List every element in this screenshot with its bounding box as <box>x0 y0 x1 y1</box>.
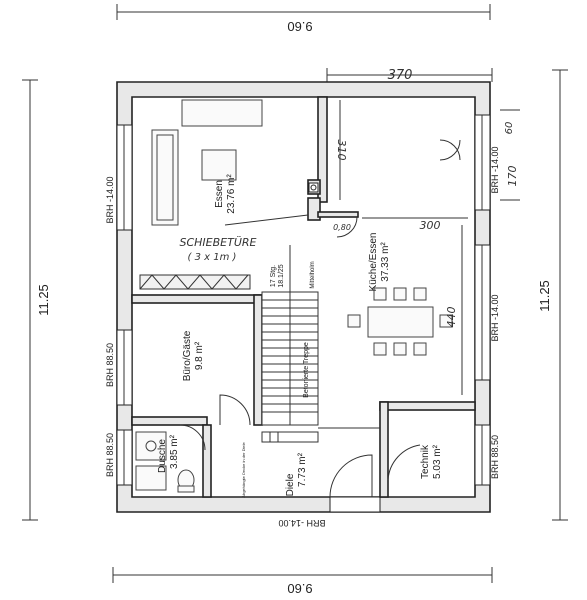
annotation-sliding-door-size: ( 3 x 1m ) <box>188 252 237 263</box>
dimension-kitchen-width-label: 370 <box>388 68 413 83</box>
room-dusche-name: Dusche <box>157 439 168 473</box>
room-diele-area: 7.73 m² <box>297 452 308 487</box>
room-kueche-area: 37.33 m² <box>380 242 391 282</box>
dimension-kitchen-inner: 300 <box>420 219 441 232</box>
dimension-left: 11.25 <box>22 79 51 521</box>
sill-top-left: BRH -14.00 <box>105 176 115 223</box>
sill-shower-left: BRH 88.50 <box>105 433 115 477</box>
room-dusche-area: 3.85 m² <box>169 434 180 469</box>
dimension-left-label: 11.25 <box>36 284 51 316</box>
dimension-top-label: 9.60 <box>287 19 312 34</box>
room-technik-area: 5.03 m² <box>432 444 443 479</box>
sill-bottom: BRH -14.00 <box>278 518 325 528</box>
essen-furniture <box>151 99 309 226</box>
dimension-kitchen-width: 370 <box>326 68 493 83</box>
outer-walls <box>116 81 491 513</box>
sill-technik-right: BRH 88.50 <box>490 435 500 479</box>
dimension-kitchen-side: 440 <box>445 307 458 328</box>
sill-top-right: BRH -14.00 <box>490 146 500 193</box>
room-essen-area: 23.76 m² <box>226 174 237 214</box>
dimension-window-right-hand: 170 <box>506 166 519 187</box>
room-essen-name: Essen <box>214 180 225 208</box>
kitchen-furniture <box>318 100 468 429</box>
dimension-kitchen-depth: 310 <box>335 140 348 161</box>
annotation-door-small: 0,80 <box>333 223 351 232</box>
room-buero-area: 9.8 m² <box>194 341 205 370</box>
dimension-bottom: 9.60 <box>112 567 493 596</box>
sill-office-left: BRH 88.50 <box>105 343 115 387</box>
dimension-window-small: 60 <box>504 122 515 135</box>
dimension-top: 9.60 <box>116 4 491 34</box>
annotation-stairs-ratio: 18.1/25 <box>278 264 285 287</box>
door-swings <box>179 216 421 498</box>
room-technik-name: Technik <box>420 444 431 479</box>
dimension-right: 11.25 <box>537 69 568 521</box>
stairs <box>261 245 319 443</box>
room-buero-name: Büro/Gäste <box>182 330 193 381</box>
room-kueche-name: Küche/Essen <box>368 233 379 292</box>
shower-fixtures <box>135 431 195 493</box>
annotation-stairs-steps: 17 Stg. <box>270 265 277 287</box>
shelf-band <box>139 274 251 290</box>
annotation-stairs-label: Betonierte Treppe <box>303 342 310 398</box>
dimension-bottom-label: 9.60 <box>287 581 312 596</box>
annotation-sliding-door: SCHIEBETÜRE <box>180 236 257 249</box>
annotation-small-note: Abgehängte Decke in der Diele <box>241 442 246 498</box>
dimension-right-label: 11.25 <box>537 280 552 312</box>
room-diele-name: Diele <box>285 473 296 496</box>
sill-kitchen-right: BRH -14.00 <box>490 294 500 341</box>
annotation-stairs-side: Mittelholm <box>310 261 316 288</box>
